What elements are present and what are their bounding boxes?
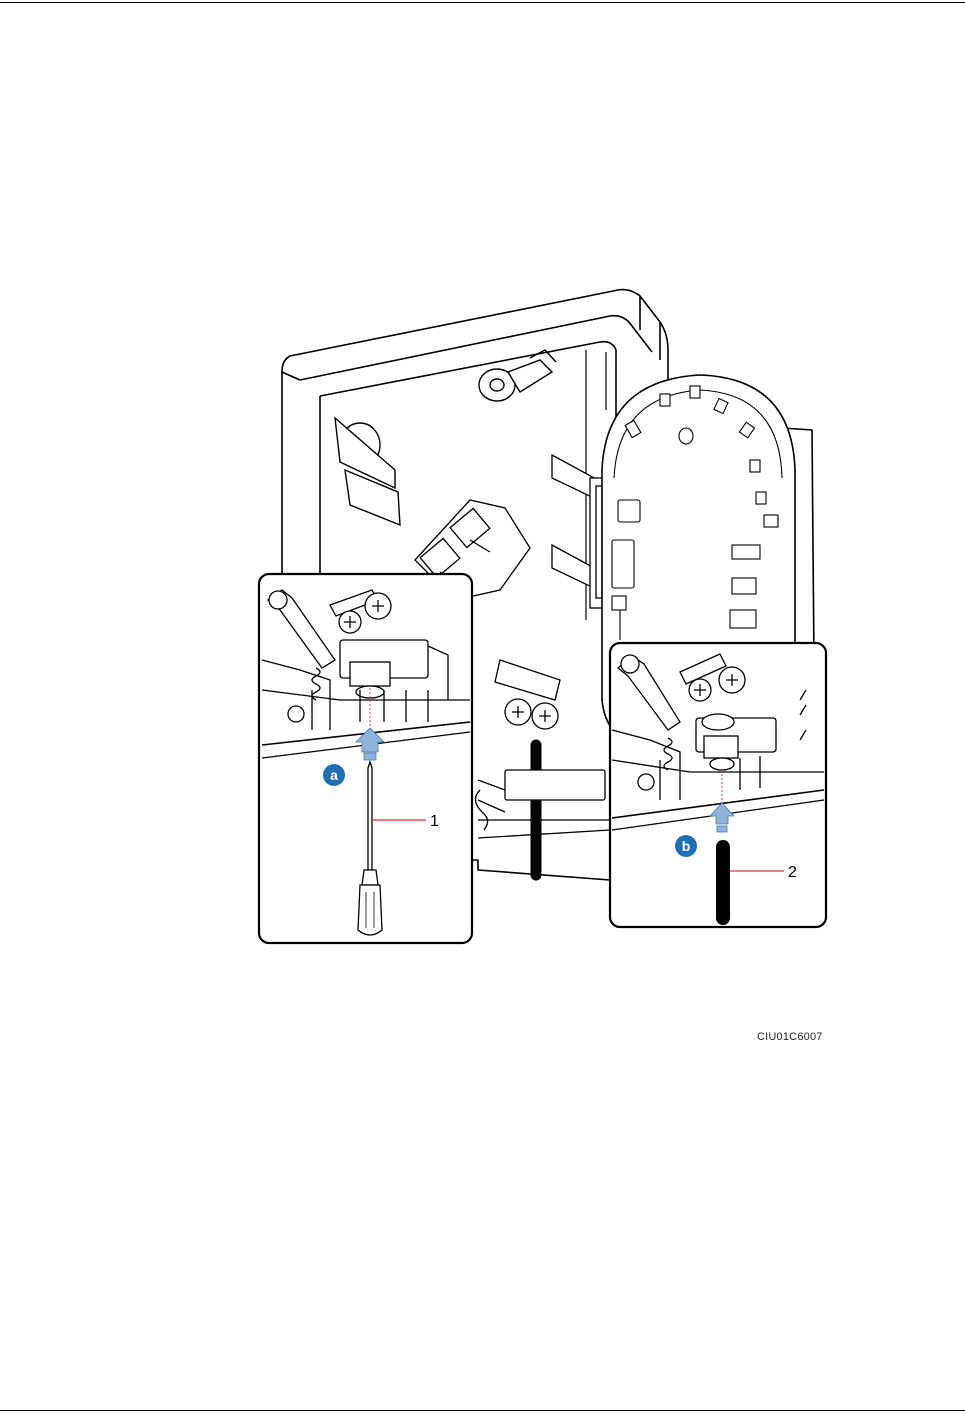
callout-2: 2: [788, 864, 797, 881]
step-label-a: a: [330, 767, 338, 783]
footer-rule: [0, 1410, 965, 1411]
step-badge-b: b: [675, 835, 697, 857]
cable-icon: [716, 840, 730, 925]
step-badge-a: a: [323, 764, 345, 786]
callout-1: 1: [430, 813, 439, 830]
step-label-b: b: [682, 838, 691, 854]
inset-a: a 1: [259, 574, 472, 943]
figure-code: CIU01C6007: [757, 1031, 823, 1043]
inset-b: b 2: [610, 643, 826, 927]
